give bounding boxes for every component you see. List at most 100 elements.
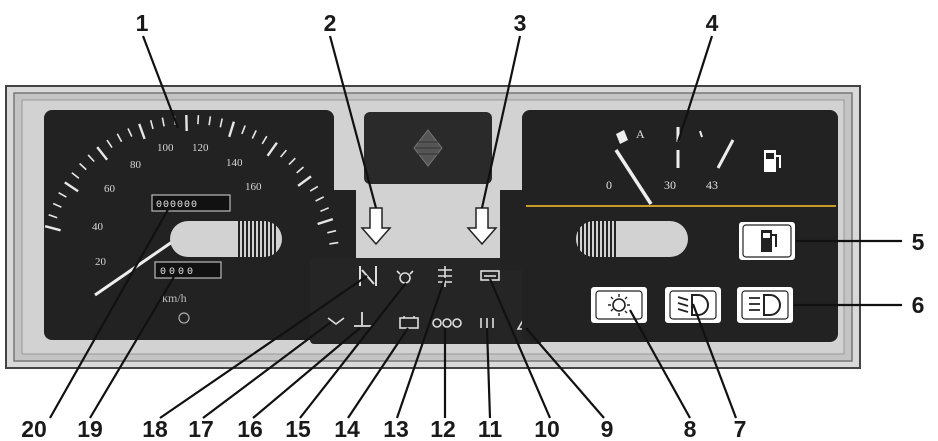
- callout-7: 7: [734, 416, 747, 441]
- turn-window-rib: [250, 221, 252, 257]
- odometer-total-digits: 000000: [156, 200, 198, 211]
- turn-window-rib: [602, 221, 604, 257]
- speedometer-tick: [320, 207, 330, 213]
- turn-window-rib: [610, 221, 612, 257]
- callout-11: 11: [478, 416, 503, 441]
- seatbelt-icon: [359, 266, 377, 286]
- turn-window-rib: [238, 221, 240, 257]
- callout-14: 14: [334, 416, 360, 441]
- turn-window-rib: [582, 221, 584, 257]
- main-beam-small-icon: [480, 318, 494, 328]
- turn-window-rib: [594, 221, 596, 257]
- logo-panel: [364, 112, 492, 184]
- callout-20: 20: [21, 416, 47, 441]
- fuel-pump-icon: [764, 150, 781, 172]
- callout-19: 19: [77, 416, 103, 441]
- right-turn-window: [576, 221, 688, 257]
- turn-window-rib: [606, 221, 608, 257]
- speedometer-tick: [288, 157, 296, 166]
- speedometer-tick: [197, 115, 200, 125]
- turn-window-rib: [242, 221, 244, 257]
- fuel-minor-tick: [699, 130, 703, 138]
- speedometer-ticks: [44, 114, 339, 245]
- turn-window-rib: [614, 221, 616, 257]
- speed-label-40: 40: [92, 221, 104, 233]
- speed-label-20: 20: [95, 256, 107, 268]
- speedometer-tick: [48, 213, 58, 219]
- turn-window-rib: [274, 221, 276, 257]
- fuel-label-0: 0: [606, 178, 612, 192]
- speedometer-tick: [327, 229, 337, 234]
- speedometer-tick: [317, 217, 334, 226]
- callout-4: 4: [706, 10, 719, 36]
- speedometer-tick: [52, 202, 62, 208]
- fuel-full-tick: [716, 139, 735, 169]
- speedometer-tick: [161, 117, 165, 127]
- right-turn-arrow-icon: [466, 207, 498, 246]
- callout-leader-lines: [49, 35, 902, 419]
- speedometer-tick: [261, 135, 268, 145]
- speedometer-tick: [71, 172, 80, 179]
- speedometer-tick: [58, 192, 67, 198]
- speedometer-tick: [315, 196, 325, 202]
- callout-8: 8: [684, 416, 697, 441]
- speed-label-60: 60: [104, 183, 116, 195]
- speedometer-tick: [251, 130, 257, 139]
- speedometer-tick: [116, 133, 123, 143]
- odometer-trip: 0000: [154, 261, 222, 279]
- renault-diamond-logo: [413, 129, 443, 167]
- choke-icon: [327, 317, 345, 325]
- callout-16: 16: [237, 416, 263, 441]
- speedometer-tick: [266, 142, 278, 157]
- callout-15: 15: [285, 416, 311, 441]
- speedometer-tick: [149, 119, 154, 130]
- speedometer-tick: [279, 149, 288, 158]
- brake-warning-icon: [354, 312, 372, 327]
- speedometer-tick: [219, 118, 223, 128]
- speed-unit-label: km/h: [162, 291, 187, 305]
- callout-3: 3: [514, 10, 527, 36]
- speedometer-tick: [138, 123, 146, 140]
- turn-window-rib: [590, 221, 592, 257]
- speed-label-120: 120: [192, 142, 209, 154]
- speedometer-tick: [329, 241, 339, 245]
- speedometer-tick: [87, 154, 95, 163]
- callout-18: 18: [142, 416, 168, 441]
- oil-pressure-icon: [432, 318, 462, 328]
- callout-5: 5: [912, 229, 925, 255]
- odometer-total: 000000: [151, 194, 231, 212]
- turn-window-rib: [270, 221, 272, 257]
- side-lights-icon: [589, 285, 649, 325]
- turn-window-rib: [266, 221, 268, 257]
- battery-charge-icon: [399, 316, 419, 329]
- turn-window-rib: [598, 221, 600, 257]
- turn-window-rib: [578, 221, 580, 257]
- speedometer-tick: [208, 116, 212, 126]
- fuel-label-30: 30: [664, 178, 676, 192]
- speedometer-tick: [64, 181, 79, 193]
- callout-6: 6: [912, 292, 925, 318]
- speedometer-tick: [44, 225, 61, 232]
- main-beam-icon: [735, 285, 795, 325]
- speedometer-tick: [297, 175, 312, 187]
- speedometer-tick: [228, 121, 236, 138]
- speedometer-tick: [296, 166, 305, 174]
- speed-label-100: 100: [157, 142, 174, 154]
- trip-reset-knob: [178, 312, 190, 324]
- fuel-gauge-scale: A 0 30 43: [606, 127, 735, 192]
- callout-2: 2: [324, 10, 337, 36]
- callout-1: 1: [136, 10, 149, 36]
- turn-window-rib: [246, 221, 248, 257]
- callout-17: 17: [188, 416, 214, 441]
- speedometer-tick: [309, 185, 319, 192]
- speed-label-80: 80: [130, 159, 142, 171]
- callout-13: 13: [383, 416, 409, 441]
- fuel-label-43: 43: [706, 178, 718, 192]
- fuel-reserve-mark: A: [636, 127, 645, 141]
- left-turn-arrow-icon: [360, 207, 392, 246]
- odometer-trip-digits: 0000: [160, 267, 196, 278]
- speedometer-tick: [241, 125, 246, 135]
- turn-window-rib: [258, 221, 260, 257]
- speed-label-160: 160: [245, 181, 262, 193]
- heated-rear-window-icon: [438, 266, 452, 287]
